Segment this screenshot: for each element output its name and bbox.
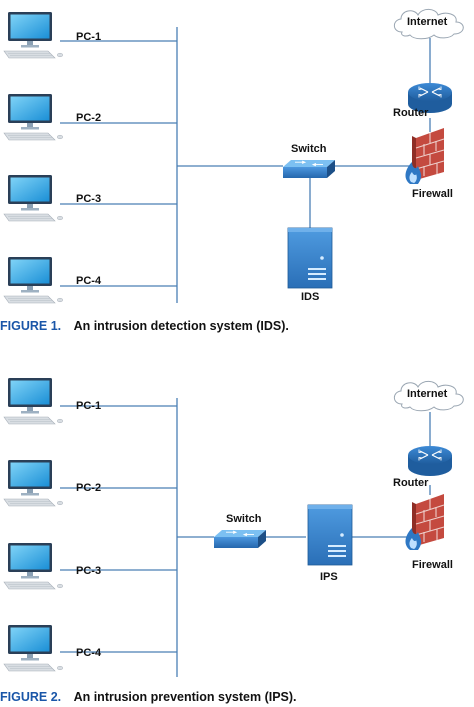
caption-number: FIGURE 2. (0, 690, 61, 704)
caption-text: An intrusion detection system (IDS). (74, 319, 289, 333)
pc-3: PC-3 (3, 542, 101, 590)
pc-icon (3, 256, 64, 304)
firewall-icon (404, 127, 445, 185)
pc-label: PC-4 (76, 275, 102, 287)
pc-2: PC-2 (3, 459, 101, 507)
pc-4: PC-4 (3, 256, 102, 304)
firewall-icon (404, 493, 445, 551)
pc-3: PC-3 (3, 174, 101, 222)
figure-2: PC-1 PC-2 PC-3 PC-4 Switch IPS Internet (0, 377, 464, 705)
switch-icon (282, 159, 336, 179)
figure-2-caption: FIGURE 2. An intrusion prevention system… (0, 688, 297, 705)
switch-label: Switch (226, 513, 262, 525)
firewall-label: Firewall (412, 188, 453, 200)
figure-1-caption: FIGURE 1. An intrusion detection system … (0, 317, 289, 334)
pc-1: PC-1 (3, 377, 101, 425)
internet-cloud: Internet (393, 380, 464, 412)
pc-4: PC-4 (3, 624, 102, 672)
switch-icon (213, 529, 267, 549)
switch: Switch (282, 143, 336, 179)
caption-number: FIGURE 1. (0, 319, 61, 333)
figure-1: PC-1 PC-2 PC-3 PC-4 Switch IDS Internet (0, 8, 464, 334)
pc-icon (3, 542, 64, 590)
internet-cloud: Internet (393, 8, 464, 40)
firewall-label: Firewall (412, 559, 453, 571)
pc-label: PC-4 (76, 647, 102, 659)
ids-label: IDS (301, 291, 319, 303)
router-label: Router (393, 107, 429, 119)
server-icon (307, 504, 353, 566)
pc-icon (3, 459, 64, 507)
pc-label: PC-3 (76, 565, 101, 577)
router: Router (393, 82, 453, 119)
router-label: Router (393, 477, 429, 489)
pc-label: PC-1 (76, 31, 101, 43)
firewall: Firewall (404, 493, 453, 571)
pc-icon (3, 624, 64, 672)
ips-label: IPS (320, 571, 338, 583)
pc-label: PC-2 (76, 112, 101, 124)
switch-label: Switch (291, 143, 327, 155)
router-icon (407, 445, 453, 477)
server-icon (287, 227, 333, 289)
internet-label: Internet (407, 16, 448, 28)
internet-label: Internet (407, 388, 448, 400)
router: Router (393, 445, 453, 489)
pc-label: PC-2 (76, 482, 101, 494)
pc-icon (3, 377, 64, 425)
pc-label: PC-3 (76, 193, 101, 205)
figure-1-wiring (60, 27, 431, 303)
pc-icon (3, 93, 64, 141)
ips-server: IPS (307, 504, 353, 583)
pc-label: PC-1 (76, 400, 101, 412)
figure-2-wiring (60, 398, 431, 677)
switch: Switch (213, 513, 267, 549)
pc-2: PC-2 (3, 93, 101, 141)
ids-server: IDS (287, 227, 333, 303)
caption-text: An intrusion prevention system (IPS). (74, 690, 297, 704)
firewall: Firewall (404, 127, 453, 200)
pc-icon (3, 11, 64, 59)
pc-icon (3, 174, 64, 222)
pc-1: PC-1 (3, 11, 101, 59)
